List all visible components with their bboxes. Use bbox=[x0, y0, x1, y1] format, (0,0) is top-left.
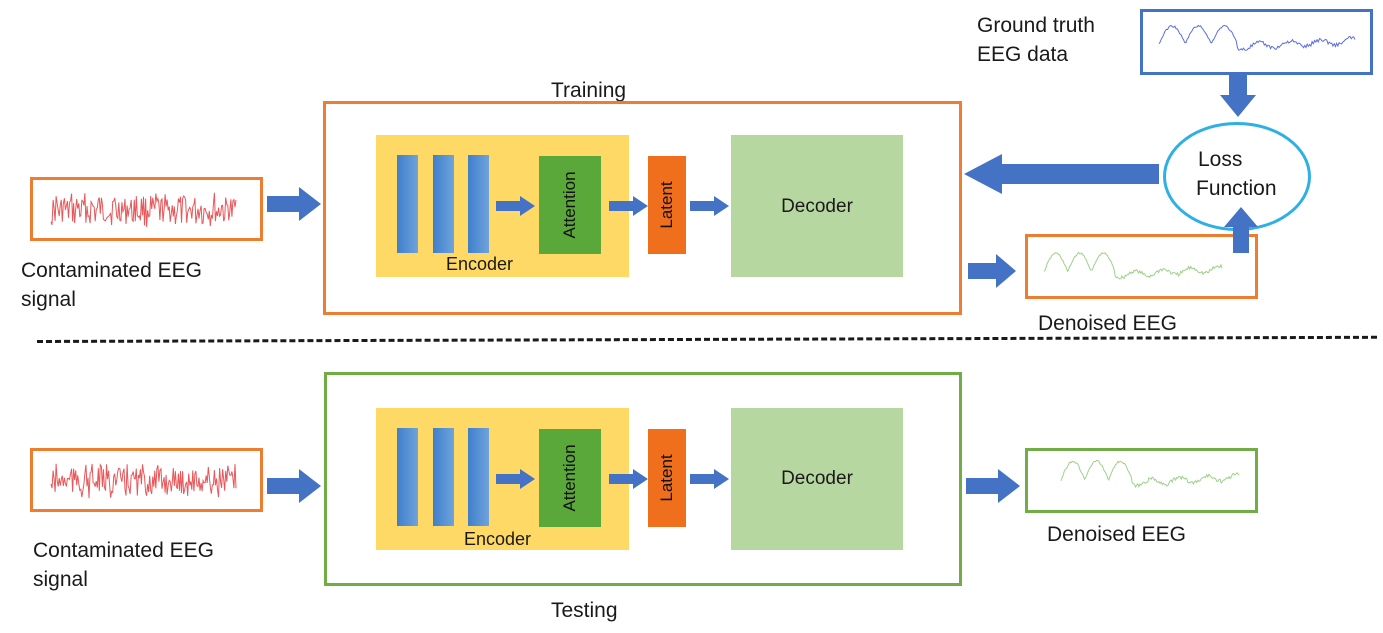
waveform-line bbox=[1043, 251, 1223, 280]
loss-feedback-arrow bbox=[964, 154, 1159, 194]
testing-encoder-layer-3 bbox=[468, 428, 489, 526]
waveform-line bbox=[1158, 24, 1356, 51]
training-denoised-waveform bbox=[1043, 251, 1223, 280]
testing-latent-label: Latent bbox=[657, 454, 676, 502]
training-output-arrow bbox=[968, 254, 1016, 288]
ground-truth-to-loss-arrow bbox=[1220, 75, 1256, 117]
section-divider bbox=[36, 335, 1377, 343]
testing-decoder-label: Decoder bbox=[781, 468, 853, 489]
training-contaminated-label-line2: signal bbox=[21, 288, 76, 311]
waveform-line bbox=[50, 192, 237, 227]
training-input-arrow bbox=[267, 187, 321, 221]
testing-contaminated-label-line2: signal bbox=[33, 568, 88, 591]
waveform-line bbox=[50, 463, 237, 499]
testing-encoder-layer-1 bbox=[397, 428, 418, 526]
ground-truth-eeg-box bbox=[1140, 9, 1373, 75]
training-latent-label: Latent bbox=[657, 181, 676, 229]
testing-denoised-eeg-box bbox=[1025, 448, 1258, 513]
testing-latent-to-decoder-arrow bbox=[690, 469, 729, 489]
training-attention-to-latent-arrow bbox=[609, 196, 648, 216]
testing-attention-to-latent-arrow bbox=[609, 469, 648, 489]
training-decoder: Decoder bbox=[731, 135, 903, 277]
ground-truth-waveform bbox=[1158, 24, 1356, 51]
training-encoder-layer-1 bbox=[397, 155, 418, 253]
testing-attention-label: Attention bbox=[560, 444, 579, 512]
training-encoder-layer-2 bbox=[433, 155, 454, 253]
testing-noisy-waveform bbox=[50, 463, 237, 499]
ground-truth-label-line2: EEG data bbox=[977, 43, 1069, 66]
testing-denoised-waveform bbox=[1060, 459, 1240, 489]
training-encoder-layer-3 bbox=[468, 155, 489, 253]
testing-latent-block: Latent bbox=[648, 429, 686, 527]
training-attention-block: Attention bbox=[539, 156, 601, 254]
testing-output-arrow bbox=[966, 469, 1020, 503]
training-denoised-label: Denoised EEG bbox=[1038, 312, 1177, 335]
training-latent-to-decoder-arrow bbox=[690, 196, 729, 216]
testing-encoder-to-attention-arrow bbox=[496, 469, 535, 489]
training-encoder-label: Encoder bbox=[446, 254, 514, 274]
denoised-to-loss-arrow bbox=[1224, 207, 1258, 253]
testing-decoder: Decoder bbox=[731, 408, 903, 550]
training-title: Training bbox=[551, 79, 627, 102]
training-contaminated-label-line1: Contaminated EEG bbox=[21, 259, 202, 282]
testing-encoder-label: Encoder bbox=[464, 529, 532, 549]
ground-truth-label-line1: Ground truth bbox=[977, 14, 1095, 37]
testing-encoder-layer-2 bbox=[433, 428, 454, 526]
training-latent-block: Latent bbox=[648, 156, 686, 254]
testing-contaminated-label-line1: Contaminated EEG bbox=[33, 539, 214, 562]
testing-contaminated-eeg-box bbox=[30, 448, 263, 512]
training-attention-label: Attention bbox=[560, 171, 579, 239]
training-noisy-waveform bbox=[50, 192, 237, 227]
training-decoder-label: Decoder bbox=[781, 196, 853, 217]
testing-input-arrow bbox=[267, 469, 321, 503]
training-denoised-eeg-box bbox=[1025, 234, 1258, 299]
training-contaminated-eeg-box bbox=[30, 177, 263, 241]
training-encoder-to-attention-arrow bbox=[496, 196, 535, 216]
loss-function-label-line1: Loss bbox=[1198, 148, 1243, 171]
testing-attention-block: Attention bbox=[539, 429, 601, 527]
testing-denoised-label: Denoised EEG bbox=[1047, 523, 1186, 546]
waveform-line bbox=[1060, 459, 1240, 489]
testing-title: Testing bbox=[551, 599, 618, 622]
loss-function-label-line2: Function bbox=[1196, 177, 1277, 200]
